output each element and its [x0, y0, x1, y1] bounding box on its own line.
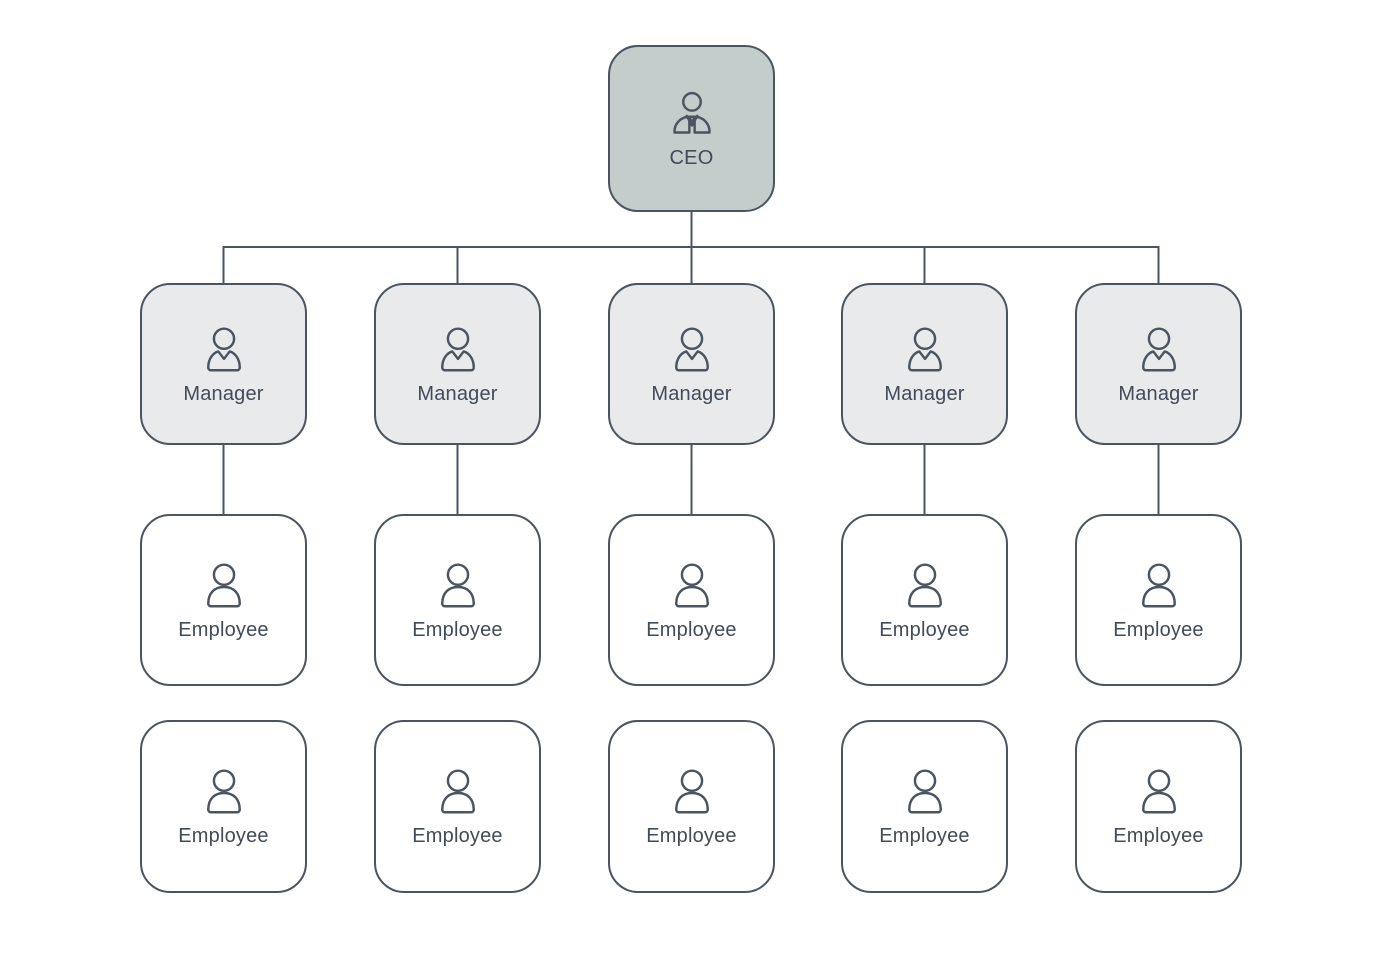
- node-label: CEO: [669, 147, 714, 169]
- person-icon: [430, 765, 486, 821]
- node-label: Employee: [412, 618, 503, 641]
- org-node-manager-4[interactable]: Manager: [841, 283, 1008, 445]
- person-icon: [1131, 559, 1187, 615]
- person-icon: [897, 765, 953, 821]
- node-label: Employee: [879, 825, 970, 847]
- person-icon: [664, 559, 720, 615]
- org-node-manager-3[interactable]: Manager: [608, 283, 775, 445]
- person-icon: [196, 559, 252, 615]
- person-icon: [897, 559, 953, 615]
- org-node-ceo[interactable]: CEO: [608, 45, 775, 212]
- org-node-employee-r2-1[interactable]: Employee: [140, 720, 307, 893]
- org-node-employee-r2-4[interactable]: Employee: [841, 720, 1008, 893]
- person-icon: [1131, 765, 1187, 821]
- node-label: Manager: [1118, 382, 1199, 405]
- node-label: Manager: [417, 382, 498, 405]
- person-vneck-icon: [196, 323, 252, 379]
- node-label: Employee: [1113, 618, 1204, 641]
- person-vneck-icon: [430, 323, 486, 379]
- person-vneck-icon: [897, 323, 953, 379]
- org-node-employee-r1-2[interactable]: Employee: [374, 514, 541, 686]
- org-node-manager-1[interactable]: Manager: [140, 283, 307, 445]
- org-node-employee-r1-4[interactable]: Employee: [841, 514, 1008, 686]
- node-label: Employee: [178, 825, 269, 847]
- node-label: Manager: [884, 382, 965, 405]
- org-node-employee-r1-3[interactable]: Employee: [608, 514, 775, 686]
- person-icon: [430, 559, 486, 615]
- person-icon: [664, 765, 720, 821]
- person-tie-icon: [664, 87, 720, 143]
- person-vneck-icon: [664, 323, 720, 379]
- person-vneck-icon: [1131, 323, 1187, 379]
- org-node-employee-r1-5[interactable]: Employee: [1075, 514, 1242, 686]
- node-label: Employee: [646, 618, 737, 641]
- person-icon: [196, 765, 252, 821]
- node-label: Employee: [879, 618, 970, 641]
- org-node-employee-r2-2[interactable]: Employee: [374, 720, 541, 893]
- node-label: Employee: [1113, 825, 1204, 847]
- org-node-manager-5[interactable]: Manager: [1075, 283, 1242, 445]
- org-node-employee-r1-1[interactable]: Employee: [140, 514, 307, 686]
- node-label: Manager: [651, 382, 732, 405]
- org-node-employee-r2-5[interactable]: Employee: [1075, 720, 1242, 893]
- node-label: Manager: [183, 382, 264, 405]
- org-node-employee-r2-3[interactable]: Employee: [608, 720, 775, 893]
- node-label: Employee: [178, 618, 269, 641]
- node-label: Employee: [412, 825, 503, 847]
- node-label: Employee: [646, 825, 737, 847]
- org-node-manager-2[interactable]: Manager: [374, 283, 541, 445]
